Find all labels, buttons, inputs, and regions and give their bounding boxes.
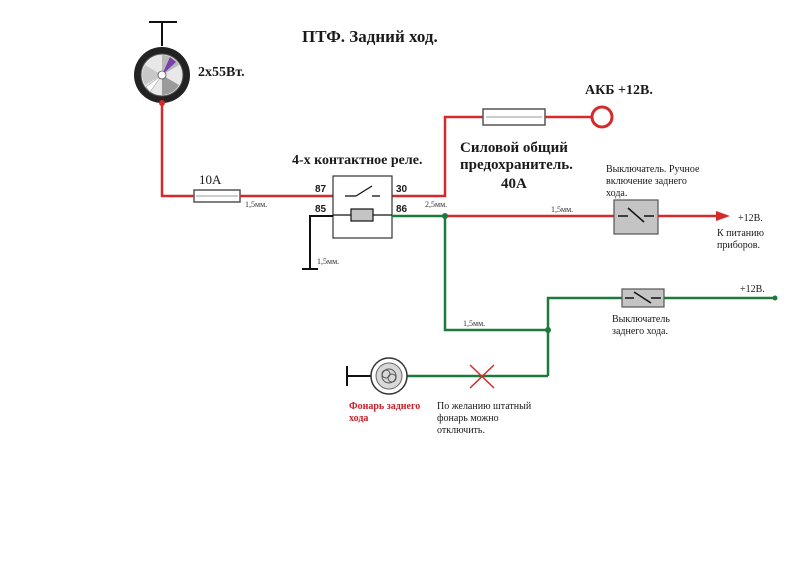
manual-switch-supply-note-line1: К питанию [717,228,765,239]
relay: 4-х контактное реле. 87 30 85 86 [292,153,422,239]
manual-switch-label-line2: включение заднего [606,176,687,187]
wire-gauge-relay-ground: 1,5мм. [317,257,339,266]
fog-lamp-power-label: 2х55Вт. [198,65,245,80]
reverse-lamp: Фонарь заднего хода [346,357,420,424]
wire-gauge-relay-fuse: 2,5мм. [425,200,447,209]
wire-relay-30-to-main-fuse [392,115,483,198]
diagram-title: ПТФ. Задний ход. [302,27,438,46]
relay-contact-icon [355,185,373,197]
reverse-lamp-label-line2: хода [349,413,368,424]
manual-switch-contact-icon [627,207,645,223]
optional-note-line1: По желанию штатный [437,401,532,412]
reverse-switch-label-line2: заднего хода. [612,326,668,337]
wire-relay-85-ground [309,215,333,269]
relay-body [332,175,393,239]
reverse-lamp-label-line1: Фонарь заднего [349,401,420,412]
main-fuse-40a: Силовой общий предохранитель. 40А [460,108,573,192]
manual-switch-label-line3: хода. [606,188,627,199]
wire-gauge-reverse-switch: 1,5мм. [463,319,485,328]
fog-lamp-reflector-icon [142,55,179,95]
optional-note-line2: фонарь можно [437,413,499,424]
wire-gauge-lamp: 1,5мм. [245,200,267,209]
wire-end-dot [772,295,778,301]
manual-switch-supply-note-line2: приборов. [717,240,760,251]
cut-mark-icon [469,364,495,389]
fuse-10a: 10А [193,172,241,203]
wire-junction-dot [159,100,165,106]
main-fuse-label-line2: предохранитель. [460,157,573,173]
reverse-switch: Выключатель заднего хода. [612,288,670,337]
manual-switch-supply: +12В. [738,213,763,224]
reverse-switch-contact-icon [633,291,652,304]
fuse-10a-rating: 10А [199,172,222,187]
manual-switch-label-line1: Выключатель. Ручное [606,164,700,175]
manual-switch-body [613,199,659,235]
relay-pin-86: 86 [396,204,408,215]
reverse-switch-supply: +12В. [740,284,765,295]
battery-label: АКБ +12В. [585,83,653,98]
battery-terminal-icon [590,105,614,129]
main-fuse-label-line1: Силовой общий [460,140,568,156]
relay-pin-87: 87 [315,184,327,195]
relay-pin-30: 30 [396,184,408,195]
reverse-lamp-lens [375,362,403,390]
fog-lamp: 2х55Вт. [134,21,245,103]
bulb-filament-icon [381,368,397,384]
wire-86-to-reverse-branch [443,216,548,332]
relay-pin-85: 85 [315,204,327,215]
main-fuse-rating: 40А [501,176,527,192]
wire-gauge-manual-switch: 1,5мм. [551,205,573,214]
wire-branch-to-reverse-switch [546,296,622,376]
relay-coil-icon [350,208,374,222]
relay-label: 4-х контактное реле. [292,153,422,168]
manual-switch: Выключатель. Ручное включение заднего хо… [606,164,700,235]
wire-lamp-to-fuse [160,103,194,198]
arrow-right-icon [716,211,730,221]
optional-note-line3: отключить. [437,425,485,436]
reverse-switch-label-line1: Выключатель [612,314,670,325]
